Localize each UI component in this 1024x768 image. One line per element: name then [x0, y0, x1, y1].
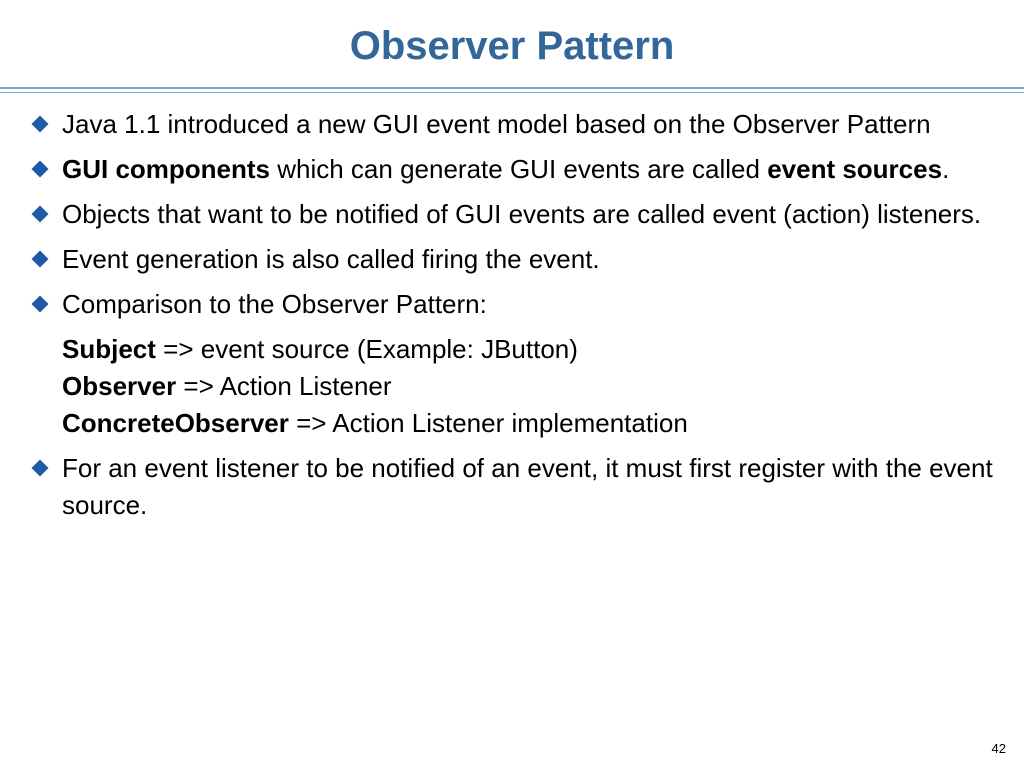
comparison-term: ConcreteObserver — [62, 408, 289, 438]
comparison-line-concrete-observer: ConcreteObserver => Action Listener impl… — [62, 405, 1005, 442]
diamond-bullet-icon — [31, 160, 49, 178]
comparison-line-subject: Subject => event source (Example: JButto… — [62, 331, 1005, 368]
slide-content: Java 1.1 introduced a new GUI event mode… — [30, 106, 1005, 532]
diamond-bullet-icon — [31, 250, 49, 268]
bullet-text: which can generate GUI events are called — [270, 154, 768, 184]
comparison-text: => Action Listener implementation — [288, 408, 688, 438]
bullet-text: For an event listener to be notified of … — [62, 453, 993, 520]
comparison-block: Subject => event source (Example: JButto… — [30, 331, 1005, 442]
bullet-text: Event generation is also called firing t… — [62, 244, 600, 274]
diamond-bullet-icon — [31, 295, 49, 313]
bullet-term-event-sources: event sources — [767, 154, 943, 184]
comparison-text: => event source (Example: JButton) — [155, 334, 578, 364]
bullet-text: Java 1.1 introduced a new GUI event mode… — [62, 109, 931, 139]
diamond-bullet-icon — [31, 115, 49, 133]
bullet-item: Objects that want to be notified of GUI … — [30, 196, 1005, 233]
bullet-text: Objects that want to be notified of GUI … — [62, 199, 982, 229]
comparison-line-observer: Observer => Action Listener — [62, 368, 1005, 405]
slide-title: Observer Pattern — [349, 24, 675, 68]
bullet-item: Comparison to the Observer Pattern: — [30, 286, 1005, 323]
comparison-text: => Action Listener — [176, 371, 392, 401]
bullet-item: Java 1.1 introduced a new GUI event mode… — [30, 106, 1005, 143]
diamond-bullet-icon — [31, 205, 49, 223]
bullet-item: GUI components which can generate GUI ev… — [30, 151, 1005, 188]
title-divider-thin — [0, 92, 1024, 93]
bullet-text-end: . — [942, 154, 950, 184]
bullet-item: Event generation is also called firing t… — [30, 241, 1005, 278]
bullet-item: For an event listener to be notified of … — [30, 450, 1005, 524]
bullet-text: Comparison to the Observer Pattern: — [62, 289, 487, 319]
comparison-term: Subject — [62, 334, 156, 364]
title-divider-thick — [0, 87, 1024, 89]
page-number: 42 — [991, 741, 1006, 756]
bullet-term-gui-components: GUI components — [62, 154, 271, 184]
diamond-bullet-icon — [31, 459, 49, 477]
comparison-term: Observer — [62, 371, 177, 401]
